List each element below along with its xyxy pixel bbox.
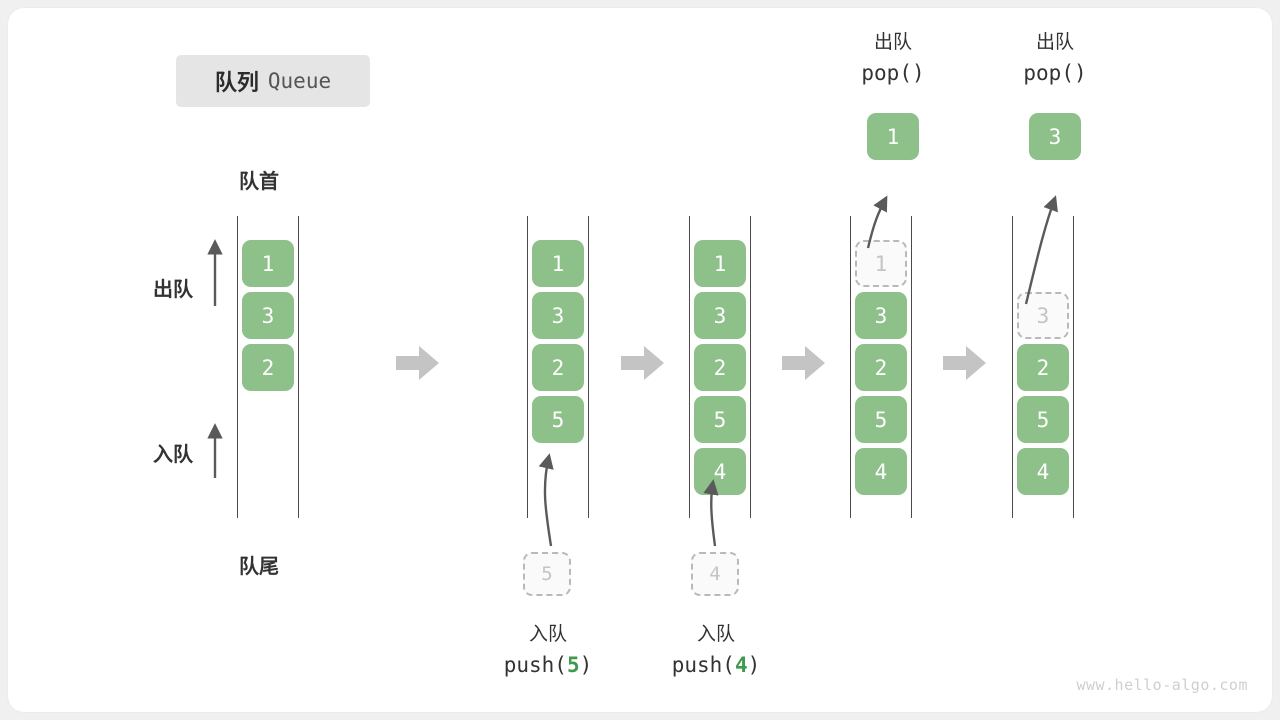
queue-rail-right <box>588 216 589 518</box>
queue-cell-new: 4 <box>694 448 746 495</box>
operation-name: 入队 <box>528 624 567 645</box>
queue-cell: 1 <box>532 240 584 287</box>
operation-name: 入队 <box>696 624 735 645</box>
incoming-ghost-cell: 4 <box>691 552 739 596</box>
operation-caption-pop-1: 出队 pop() <box>798 28 988 90</box>
queue-rail-right <box>1073 216 1074 518</box>
queue-cell: 3 <box>694 292 746 339</box>
operation-code: push(5) <box>503 653 593 678</box>
operation-code: pop() <box>861 61 925 86</box>
queue-cell: 3 <box>532 292 584 339</box>
incoming-ghost-cell: 5 <box>523 552 571 596</box>
queue-cell-new: 5 <box>532 396 584 443</box>
queue-tail-label: 队尾 <box>239 556 279 578</box>
stage-separator-arrow <box>621 346 664 380</box>
dequeue-direction-label: 出队 <box>153 279 193 301</box>
operation-name: 出队 <box>1035 32 1074 53</box>
operation-caption-push-5: 入队 push(5) <box>453 620 643 682</box>
queue-column-after-push-4: 1 3 2 5 4 <box>689 216 751 518</box>
queue-cell: 4 <box>1017 448 1069 495</box>
queue-head-label: 队首 <box>239 171 279 193</box>
queue-cell: 5 <box>855 396 907 443</box>
queue-cell-removed: 1 <box>855 240 907 287</box>
stage-separator-arrow <box>782 346 825 380</box>
queue-cell-removed: 3 <box>1017 292 1069 339</box>
operation-name: 出队 <box>873 32 912 53</box>
queue-rail-left <box>237 216 238 518</box>
queue-cell: 1 <box>242 240 294 287</box>
stage-separator-arrow <box>943 346 986 380</box>
queue-column-initial: 1 3 2 <box>237 216 299 518</box>
queue-cell: 5 <box>694 396 746 443</box>
diagram-card: 队列 Queue 队首 队尾 出队 入队 1 3 2 1 3 2 5 5 入队 <box>8 8 1272 712</box>
queue-cell: 3 <box>855 292 907 339</box>
operation-caption-push-4: 入队 push(4) <box>621 620 811 682</box>
watermark: www.hello-algo.com <box>1076 676 1248 694</box>
queue-column-after-pop-3: 3 2 5 4 <box>1012 216 1074 518</box>
queue-rail-left <box>850 216 851 518</box>
arrows-overlay <box>207 195 1058 547</box>
queue-column-after-push-5: 1 3 2 5 <box>527 216 589 518</box>
queue-rail-right <box>298 216 299 518</box>
queue-cell: 2 <box>532 344 584 391</box>
popped-cell: 1 <box>867 113 919 160</box>
queue-cell: 2 <box>694 344 746 391</box>
queue-cell: 5 <box>1017 396 1069 443</box>
queue-cell: 2 <box>1017 344 1069 391</box>
queue-rail-left <box>689 216 690 518</box>
queue-cell: 1 <box>694 240 746 287</box>
stage-separator-arrow <box>396 346 439 380</box>
diagram-title-badge: 队列 Queue <box>176 55 370 107</box>
queue-rail-left <box>1012 216 1013 518</box>
operation-code: pop() <box>1023 61 1087 86</box>
queue-cell: 2 <box>242 344 294 391</box>
queue-column-after-pop-1: 1 3 2 5 4 <box>850 216 912 518</box>
operation-code: push(4) <box>671 653 761 678</box>
queue-cell: 2 <box>855 344 907 391</box>
operation-caption-pop-3: 出队 pop() <box>960 28 1150 90</box>
enqueue-direction-label: 入队 <box>153 444 193 466</box>
queue-cell: 4 <box>855 448 907 495</box>
title-chinese: 队列 <box>214 70 259 95</box>
popped-cell: 3 <box>1029 113 1081 160</box>
title-english: Queue <box>267 69 332 93</box>
queue-rail-right <box>750 216 751 518</box>
queue-rail-left <box>527 216 528 518</box>
queue-cell: 3 <box>242 292 294 339</box>
queue-rail-right <box>911 216 912 518</box>
